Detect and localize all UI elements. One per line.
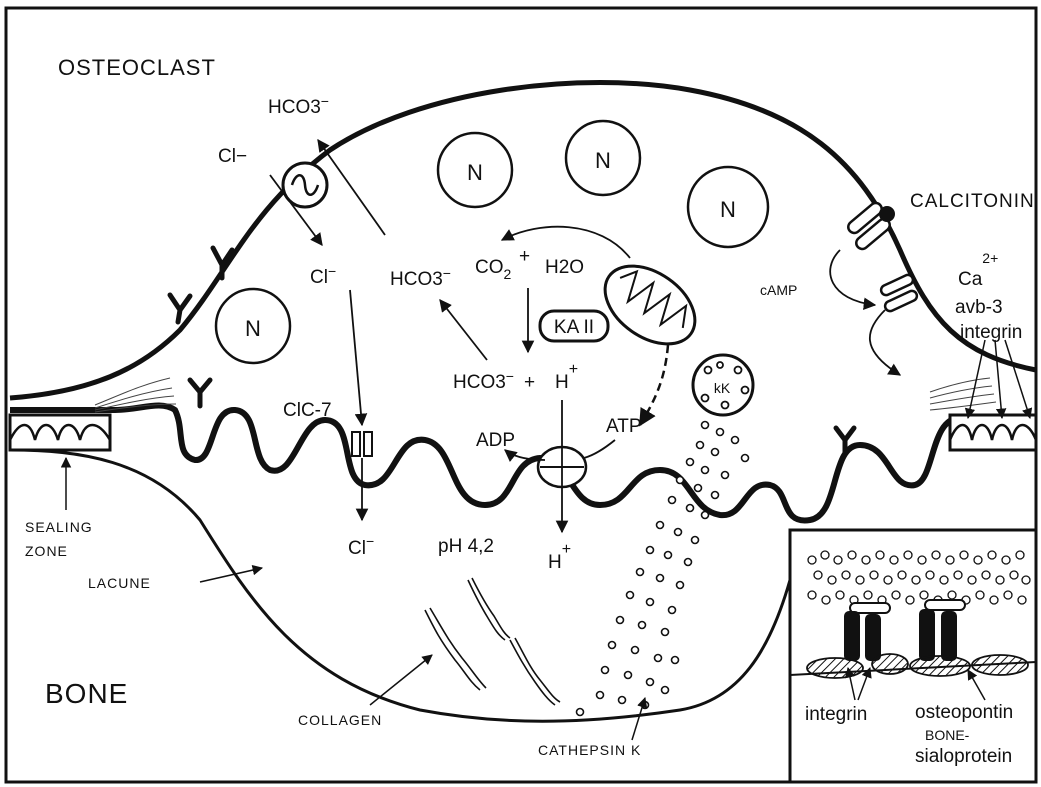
- kk-label: kK: [714, 380, 731, 396]
- co2-label: CO2: [475, 257, 512, 282]
- ph-label: pH 4,2: [438, 536, 494, 557]
- lacune-label: LACUNE: [88, 575, 151, 591]
- collagen-pointer: [370, 655, 432, 705]
- nucleus-2: N: [566, 121, 640, 195]
- ca-label: Ca2+: [958, 250, 998, 290]
- nucleus-label: N: [720, 197, 736, 222]
- nucleus-1: N: [438, 133, 512, 207]
- plus-label: +: [519, 246, 530, 267]
- sealing-zone-right: [950, 415, 1036, 450]
- mitochondrion-icon: [591, 250, 710, 360]
- calcium-channel-icon: [879, 273, 918, 312]
- integrin-label-line1: avb-3: [955, 297, 1003, 318]
- cl-top: Cl−: [218, 146, 247, 167]
- camp-label: cAMP: [760, 282, 797, 298]
- h-plus-label: H+: [555, 361, 578, 393]
- arrow-hco3-mid: [440, 300, 487, 360]
- h2o-label: H2O: [545, 257, 584, 278]
- inset-sialoprotein-label: sialoprotein: [915, 746, 1012, 767]
- nucleus-label: N: [245, 316, 261, 341]
- h-bottom: H+: [548, 541, 571, 573]
- nucleus-label: N: [595, 148, 611, 173]
- adp-label: ADP: [476, 430, 515, 451]
- nucleus-label: N: [467, 160, 483, 185]
- integrin-label-line2: integrin: [960, 322, 1022, 343]
- calcitonin-label: CALCITONIN: [910, 191, 1035, 212]
- clc7-label: ClC-7: [283, 400, 332, 421]
- sealing-zone-label-line2: ZONE: [25, 543, 68, 559]
- cell-membrane: [10, 83, 1036, 399]
- hco3-low: HCO3−: [453, 368, 514, 393]
- arrow-camp: [830, 250, 875, 305]
- arrow-atp: [640, 345, 668, 425]
- ka-label: KA II: [554, 317, 594, 338]
- cell-label: OSTEOCLAST: [58, 55, 216, 80]
- arrow-cl-to-channel: [350, 290, 362, 425]
- plus2-label: +: [524, 372, 535, 393]
- nucleus-3: N: [688, 167, 768, 247]
- ruffled-border: [10, 406, 1036, 521]
- arrow-atp-pump: [584, 440, 615, 458]
- inset-bone-prefix: BONE-: [925, 727, 970, 743]
- hco3-mid: HCO3−: [390, 265, 451, 290]
- inset-osteopontin-label: osteopontin: [915, 702, 1013, 723]
- sealing-zone-left: [10, 415, 110, 450]
- nucleus-4: N: [216, 289, 290, 363]
- inset-integrin-label: integrin: [805, 704, 867, 725]
- bone-label: BONE: [45, 678, 128, 709]
- sealing-zone-label-line1: SEALING: [25, 519, 93, 535]
- cathepsin-pointer: [632, 698, 645, 740]
- calcitonin-receptor-icon: [846, 201, 895, 252]
- clc7-channel-icon: [352, 432, 372, 456]
- collagen-fibers: [425, 578, 560, 705]
- sealing-zone-fibers-right: [930, 378, 996, 410]
- cathepsin-label: CATHEPSIN K: [538, 742, 641, 758]
- atp-label: ATP: [606, 416, 642, 437]
- collagen-label: COLLAGEN: [298, 712, 382, 728]
- integrin-inset: [790, 530, 1036, 782]
- arrow-ca-in: [870, 310, 900, 375]
- cl-mid: Cl−: [310, 263, 336, 288]
- cathepsin-particles: [577, 422, 749, 716]
- cl-bottom: Cl−: [348, 533, 374, 559]
- hco3-top: HCO3−: [268, 93, 329, 118]
